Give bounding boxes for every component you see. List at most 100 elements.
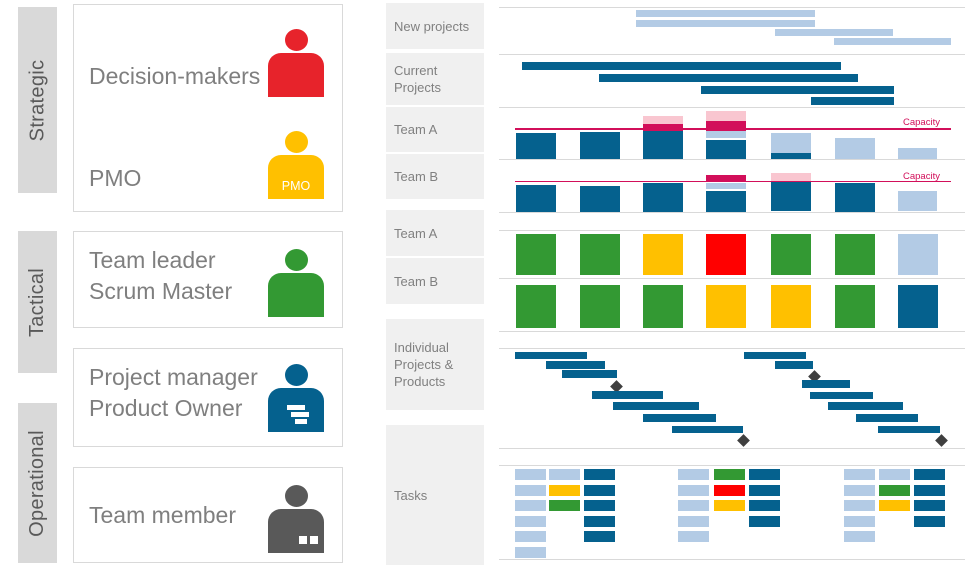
grid-line [499, 158, 965, 160]
task-cell [879, 500, 910, 511]
task-cell [549, 469, 580, 480]
task-squares-icon [296, 531, 318, 549]
row-label-tasks: Tasks [386, 425, 484, 565]
task-cell [749, 500, 780, 511]
task-cell [713, 484, 745, 496]
person-head [284, 485, 308, 507]
team-b-capacity-chart-bar [771, 181, 811, 212]
role-box-team-member: Team member [73, 467, 343, 563]
team-b-capacity-chart-bar [706, 182, 746, 190]
team-a-capacity-chart-bar [771, 153, 811, 159]
current-projects-gantt-bar [701, 86, 894, 94]
task-cell [749, 469, 780, 480]
team-a-capacity-chart-bar [771, 133, 811, 153]
task-cell [844, 484, 875, 496]
individual-projects-gantt-bar [546, 361, 605, 369]
task-cell [549, 500, 580, 511]
role-label-team-member: Team member [89, 502, 236, 528]
role-box-strategic: Decision-makers PMO PMO [73, 4, 343, 212]
grid-line [499, 348, 965, 350]
person-body [268, 53, 324, 97]
role-label-decision-makers: Decision-makers [89, 63, 261, 89]
role-label-project-manager: Project manager [89, 364, 258, 390]
row-label-team-a: Team A [386, 210, 484, 256]
grid-line [499, 331, 965, 333]
team-member-person-icon [268, 485, 324, 553]
task-cell [844, 531, 875, 542]
task-cell [749, 515, 780, 527]
grid-line [499, 54, 965, 56]
person-head [284, 364, 308, 386]
task-cell [584, 515, 615, 527]
capacity-label: Capacity [903, 117, 940, 128]
task-cell [749, 484, 780, 496]
role-label-team-leader: Team leader [89, 247, 216, 273]
task-cell [879, 484, 910, 496]
team-a-capacity-chart-bar [643, 116, 683, 124]
individual-projects-gantt-bar [775, 361, 813, 369]
team-b-status-row-bar [706, 284, 746, 328]
team-b-capacity-chart-bar [835, 182, 875, 212]
role-label-product-owner: Product Owner [89, 395, 243, 421]
team-a-status-row-bar [898, 233, 938, 275]
task-cell [844, 469, 875, 480]
team-b-status-row-bar [771, 284, 811, 328]
person-body [268, 273, 324, 317]
task-cell [584, 469, 615, 480]
grid-line [499, 211, 965, 213]
individual-projects-gantt-bar [515, 351, 587, 359]
person-body [268, 388, 324, 432]
pmo-person-icon: PMO [268, 131, 324, 199]
person-body [268, 509, 324, 553]
individual-projects-gantt-bar [802, 380, 850, 388]
level-band-operational: Operational [18, 403, 57, 563]
task-cell [515, 469, 546, 480]
task-cell [584, 500, 615, 511]
team-a-status-row-bar [643, 233, 683, 275]
task-cell [515, 531, 546, 542]
capacity-label: Capacity [903, 170, 940, 182]
team-b-capacity-chart-bar [516, 185, 556, 212]
individual-projects-gantt-bar [878, 425, 940, 433]
level-band-label: Strategic [26, 59, 49, 141]
task-cell [914, 469, 945, 480]
task-cell [515, 546, 546, 558]
grid-line [499, 465, 965, 467]
task-cell [844, 515, 875, 527]
individual-projects-gantt-bar [744, 351, 806, 359]
decision-makers-person-icon [268, 29, 324, 97]
row-label-new-projects: New projects [386, 3, 484, 49]
individual-projects-gantt-bar [810, 391, 873, 399]
current-projects-gantt-bar [599, 74, 858, 82]
grid-line [499, 7, 965, 9]
individual-projects-gantt-bar [613, 402, 699, 410]
level-band-strategic: Strategic [18, 7, 57, 193]
team-a-status-row-bar [516, 233, 556, 275]
team-b-capacity-chart-bar [706, 191, 746, 212]
team-b-status-row-bar [580, 284, 620, 328]
role-label-scrum-master: Scrum Master [89, 278, 233, 304]
team-leader-person-icon [268, 249, 324, 317]
individual-projects-gantt-bar [856, 414, 918, 422]
individual-projects-gantt-bar [643, 414, 716, 422]
milestone-diamond [736, 433, 750, 447]
task-cell [914, 500, 945, 511]
task-cell [584, 531, 615, 542]
new-projects-gantt-bar [775, 28, 893, 36]
level-band-tactical: Tactical [18, 231, 57, 373]
milestone-diamond [934, 433, 948, 447]
team-a-capacity-chart-bar [580, 131, 620, 159]
grid-line [499, 278, 965, 280]
team-a-capacity-chart-bar [898, 147, 937, 159]
project-manager-person-icon [268, 364, 324, 432]
new-projects-gantt-bar [834, 38, 951, 45]
person-body: PMO [268, 155, 324, 199]
task-cell [678, 484, 709, 496]
role-label-pmo: PMO [89, 165, 142, 191]
grid-line [499, 559, 965, 561]
row-label-team-b: Team B [386, 154, 484, 199]
capacity-line [515, 180, 951, 183]
team-a-status-row-bar [835, 233, 875, 275]
individual-projects-gantt-bar [828, 402, 903, 410]
